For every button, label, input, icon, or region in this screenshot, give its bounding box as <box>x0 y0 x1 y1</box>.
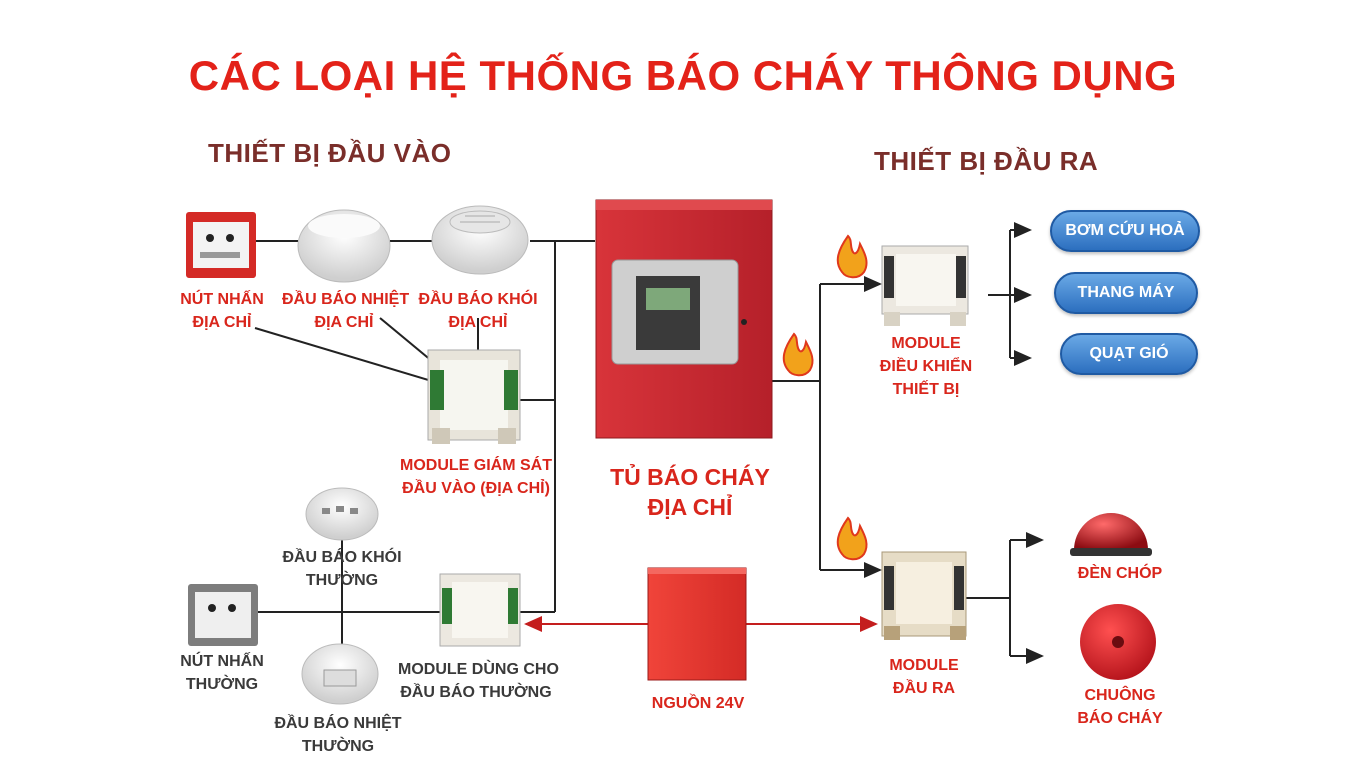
manual-call-point-conventional-icon <box>188 584 258 646</box>
fire-icon-1 <box>836 234 868 279</box>
conventional-module-icon <box>439 573 521 647</box>
manual-call-point-addressable-icon <box>186 212 256 278</box>
input-devices-heading: THIẾT BỊ ĐẦU VÀO <box>208 138 452 168</box>
heat-detector-conventional-icon <box>301 643 379 705</box>
output-bus-lines <box>772 222 1044 664</box>
fire-alarm-panel-icon <box>595 199 773 439</box>
power-supply-icon <box>647 567 747 681</box>
control-module-icon <box>881 245 969 326</box>
strobe-label: ĐÈN CHÓP <box>1077 565 1163 582</box>
fire-icon-2 <box>782 332 814 377</box>
output-pump-button: BƠM CỨU HOẢ <box>1050 210 1200 252</box>
heat-detector-addressable-icon <box>297 209 391 283</box>
monitor-module-icon <box>427 349 521 444</box>
fire-icon-3 <box>836 516 868 561</box>
power-supply-label: NGUỒN 24V <box>651 695 745 712</box>
input-bus-lines <box>254 240 595 650</box>
page-title: CÁC LOẠI HỆ THỐNG BÁO CHÁY THÔNG DỤNG <box>188 52 1178 99</box>
output-elevator-button: THANG MÁY <box>1054 272 1198 314</box>
output-module-icon <box>881 551 967 640</box>
output-devices-heading: THIẾT BỊ ĐẦU RA <box>874 146 1099 176</box>
smoke-detector-conventional-icon <box>305 487 379 541</box>
fire-bell-icon <box>1080 604 1156 680</box>
strobe-light-icon <box>1070 513 1152 556</box>
output-fan-button: QUẠT GIÓ <box>1060 333 1198 375</box>
smoke-detector-addressable-icon <box>431 205 529 275</box>
